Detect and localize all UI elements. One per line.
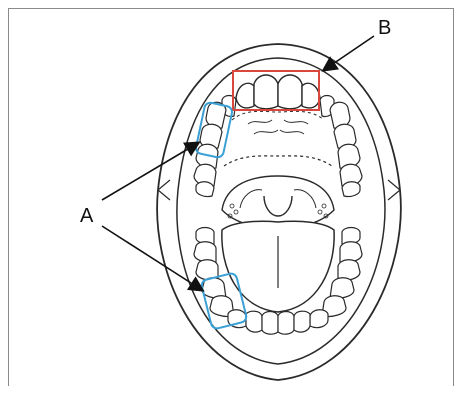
right-commissure	[388, 180, 400, 200]
throat-opening	[222, 176, 334, 228]
palate-rugae	[248, 120, 308, 134]
left-commissure	[158, 180, 170, 200]
palate-dashed-line-upper	[232, 111, 324, 120]
upper-front-teeth	[236, 75, 320, 109]
palate-dashed-line-lower	[224, 156, 332, 166]
lower-front-teeth	[246, 311, 310, 334]
arrow-b	[324, 36, 374, 70]
arrow-a-upper	[102, 143, 198, 200]
label-b: B	[378, 17, 391, 39]
upper-right-teeth	[320, 96, 362, 197]
arrow-a-lower	[102, 226, 202, 290]
label-a: A	[80, 205, 94, 227]
